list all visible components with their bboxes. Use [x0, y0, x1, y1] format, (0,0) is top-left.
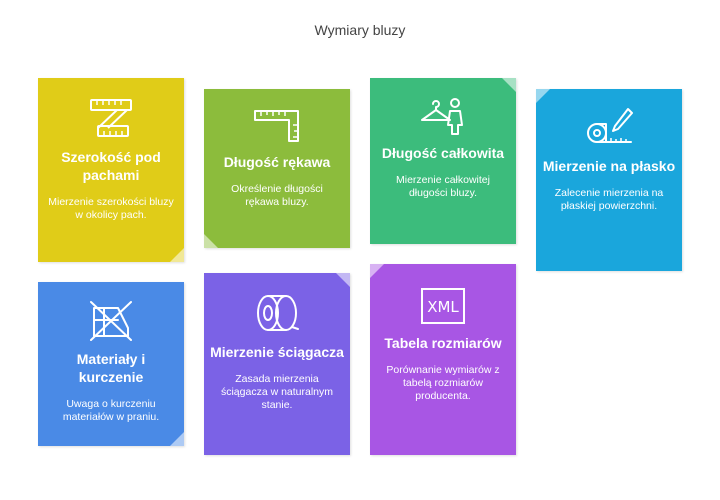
card-heading: Mierzenie ściągacza [210, 344, 344, 360]
page-fold [204, 234, 218, 248]
page-fold [536, 89, 550, 103]
card-heading: Tabela rozmiarów [384, 335, 502, 351]
card-description: Mierzenie szerokości bluzy w okolicy pac… [48, 196, 174, 221]
page-fold [170, 248, 184, 262]
page-fold [502, 78, 516, 92]
diagram-title: Wymiary bluzy [314, 22, 406, 38]
card-flat-measure: Mierzenie na płasko Zalecenie mierzenia … [536, 89, 682, 271]
card-description: Porównanie wymiarów z tabelą rozmiarów p… [386, 364, 500, 402]
card-heading: Długość całkowita [381, 145, 505, 161]
card-heading: Mierzenie na płasko [542, 158, 676, 174]
card-size-chart: XML Tabela rozmiarów Porównanie wymiarów… [370, 264, 516, 455]
tape-measure-pencil-icon [587, 108, 633, 143]
card-sleeve-length: Długość rękawa Określenie długości rękaw… [204, 89, 350, 248]
hanger-person-icon [421, 98, 463, 135]
card-description: Określenie długości rękawa bluzy. [231, 183, 323, 208]
card-description: Zalecenie mierzenia na płaskiej powierzc… [554, 187, 664, 212]
card-total-length: Długość całkowita Mierzenie całkowitej d… [370, 78, 516, 244]
card-description: Uwaga o kurczeniu materiałów w praniu. [62, 398, 160, 423]
xml-icon: XML [421, 288, 465, 324]
tape-roll-icon [257, 295, 299, 331]
card-waistband-measure: Mierzenie ściągacza Zasada mierzenia ści… [204, 273, 350, 455]
card-heading: Materiały i kurczenie [76, 351, 146, 385]
card-description: Zasada mierzenia ściągacza w naturalnym … [220, 373, 334, 411]
page-fold [170, 432, 184, 446]
ruler-icon [90, 99, 132, 137]
no-shrink-fabric-icon [90, 301, 132, 341]
card-heading: Szerokość pod pachami [61, 149, 161, 183]
card-description: Mierzenie całkowitej długości bluzy. [396, 174, 490, 199]
card-armpit-width: Szerokość pod pachami Mierzenie szerokoś… [38, 78, 184, 262]
page-fold [370, 264, 384, 278]
corner-ruler-icon [254, 110, 299, 142]
card-heading: Długość rękawa [223, 154, 331, 170]
card-materials-shrinking: Materiały i kurczenie Uwaga o kurczeniu … [38, 282, 184, 446]
svg-text:XML: XML [427, 298, 459, 316]
page-fold [336, 273, 350, 287]
